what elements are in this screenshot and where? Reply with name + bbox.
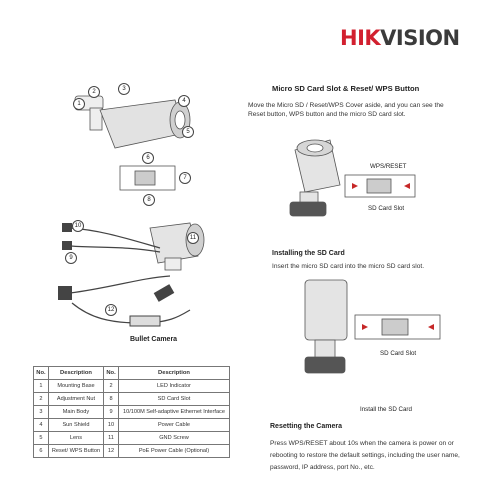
camera-install-drawing <box>304 279 441 374</box>
section-title-install: Installing the SD Card <box>272 250 345 257</box>
callout: 5 <box>182 126 194 138</box>
label-sd-card-slot-2: SD Card Slot <box>380 350 417 357</box>
callout: 12 <box>105 304 117 316</box>
callout: 8 <box>143 194 155 206</box>
label-sd-card-slot: SD Card Slot <box>368 205 405 212</box>
table-header-row: No. Description No. Description <box>33 366 231 380</box>
section-text-reset: Press WPS/RESET about 10s when the camer… <box>270 440 460 471</box>
camera-sd-slot-drawing <box>289 139 416 217</box>
callout: 7 <box>179 172 191 184</box>
section-title-reset: Resetting the Camera <box>270 423 342 430</box>
callout: 1 <box>73 98 85 110</box>
callout: 3 <box>118 83 130 95</box>
section-text-sd-slot: Move the Micro SD / Reset/WPS Cover asid… <box>248 102 444 118</box>
hikvision-logo: HIKVISION <box>340 26 460 50</box>
figure-caption: Bullet Camera <box>130 336 178 343</box>
callout: 2 <box>88 86 100 98</box>
callout: 11 <box>187 232 199 244</box>
callout: 4 <box>178 95 190 107</box>
callout: 10 <box>72 220 84 232</box>
callout: 9 <box>65 252 77 264</box>
label-wps-reset: WPS/RESET <box>370 163 407 170</box>
bullet-camera-drawing <box>58 95 205 327</box>
section-text-install: Insert the micro SD card into the micro … <box>272 263 425 270</box>
callout: 6 <box>142 152 154 164</box>
caption-install-sd: Install the SD Card <box>360 406 412 413</box>
section-title-sd-slot: Micro SD Card Slot & Reset/ WPS Button <box>272 84 420 93</box>
